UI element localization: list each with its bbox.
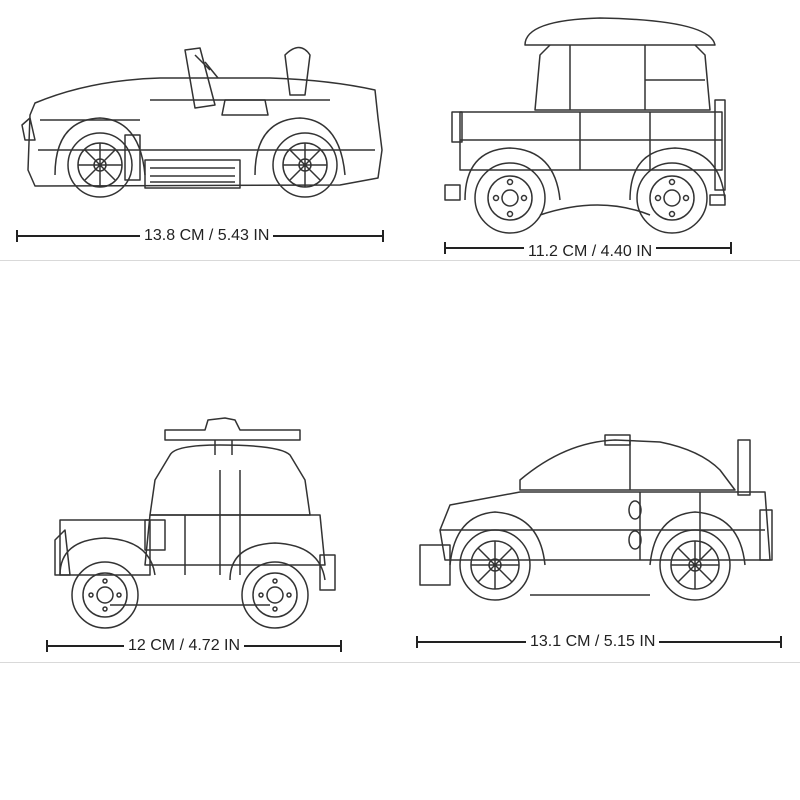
dimension-label: 11.2 CM / 4.40 IN bbox=[524, 242, 657, 262]
dimension-label: 13.8 CM / 5.43 IN bbox=[140, 226, 274, 246]
dimension-line: 13.1 CM / 5.15 IN bbox=[416, 632, 782, 652]
convertible-car-icon bbox=[0, 0, 400, 400]
model-panel-convertible: 13.8 CM / 5.43 IN bbox=[0, 0, 400, 400]
dimension-label: 12 CM / 4.72 IN bbox=[124, 636, 245, 656]
dimension-line: 13.8 CM / 5.43 IN bbox=[16, 226, 384, 246]
model-panel-compact: 12 CM / 4.72 IN bbox=[0, 400, 400, 800]
horizontal-divider bbox=[0, 260, 800, 261]
dimension-line: 11.2 CM / 4.40 IN bbox=[444, 238, 732, 262]
dimension-label: 13.1 CM / 5.15 IN bbox=[526, 632, 660, 652]
horizontal-divider bbox=[0, 662, 800, 663]
model-panel-suv: 11.2 CM / 4.40 IN bbox=[400, 0, 800, 400]
sports-coupe-icon bbox=[400, 400, 800, 800]
suv-car-icon bbox=[400, 0, 800, 400]
compact-car-icon bbox=[0, 400, 400, 800]
dimension-line: 12 CM / 4.72 IN bbox=[46, 636, 342, 656]
model-panel-sports: 13.1 CM / 5.15 IN bbox=[400, 400, 800, 800]
